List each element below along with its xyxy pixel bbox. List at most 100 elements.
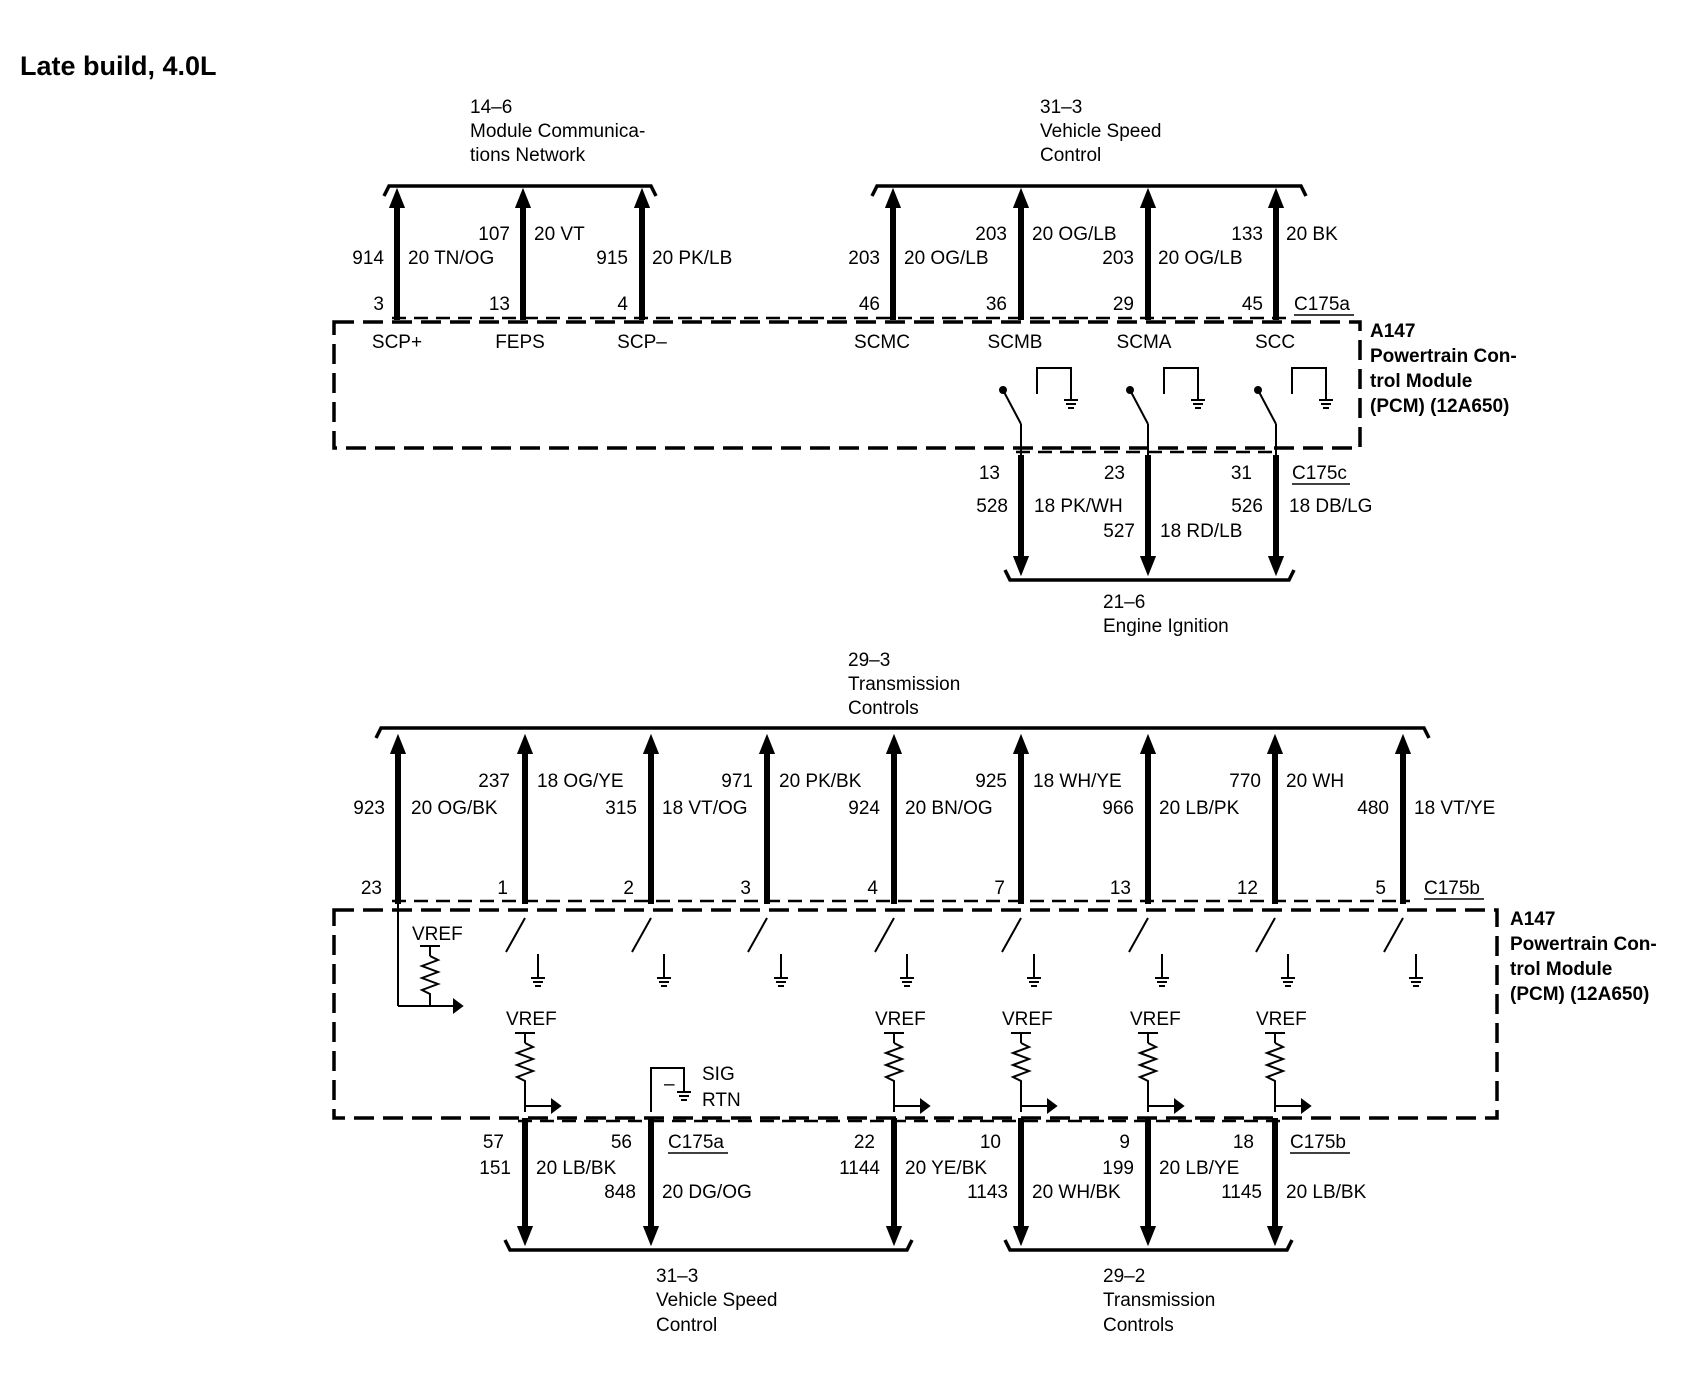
pin-number: 1 <box>497 878 508 899</box>
switch-symbol <box>874 917 914 987</box>
circuit-number: 924 <box>848 798 880 819</box>
switch-symbol <box>631 917 671 987</box>
wire-color: 18 VT/OG <box>662 798 748 819</box>
circuit-number: 133 <box>1231 224 1263 245</box>
group-ref: 31–3 <box>1040 97 1082 118</box>
wire-color: 20 OG/LB <box>1032 224 1117 245</box>
connector-label: C175a <box>1294 294 1350 315</box>
group-ref: 31–3 <box>656 1266 698 1287</box>
circuit-number: 925 <box>975 771 1007 792</box>
vref-label: VREF <box>506 1009 557 1030</box>
terminal-name: SCMB <box>988 332 1043 353</box>
pin-number: 2 <box>623 878 634 899</box>
circuit-number: 237 <box>478 771 510 792</box>
connector-label: C175b <box>1424 878 1480 899</box>
wire-color: 20 TN/OG <box>408 248 494 269</box>
pin-number: 13 <box>1110 878 1131 899</box>
circuit-number: 971 <box>721 771 753 792</box>
pin-number: 23 <box>361 878 382 899</box>
bottom-section: 29–3 Transmission Controls 923 237 315 9… <box>332 650 1657 1336</box>
circuit-number: 199 <box>1102 1158 1134 1179</box>
module-name: A147 <box>1370 321 1415 342</box>
vref-label: VREF <box>1130 1009 1181 1030</box>
wire-color: 20 YE/BK <box>905 1158 987 1179</box>
group-brace <box>374 726 1431 739</box>
pullup-resistor <box>1010 1032 1058 1114</box>
pin-number: 4 <box>617 294 628 315</box>
pin-number: 23 <box>1104 463 1125 484</box>
wire-color: 18 DB/LG <box>1289 496 1372 517</box>
vref-label: VREF <box>1002 1009 1053 1030</box>
group-brace <box>870 184 1308 197</box>
pin-number: 3 <box>740 878 751 899</box>
vref-label: VREF <box>1256 1009 1307 1030</box>
group-brace <box>503 1239 914 1252</box>
switch-symbol <box>999 367 1078 460</box>
group-label: Engine Ignition <box>1103 616 1229 637</box>
wire-color: 20 LB/PK <box>1159 798 1240 819</box>
module-desc: Powertrain Con- <box>1370 346 1517 367</box>
switch-symbol <box>1254 367 1333 460</box>
terminal-name: SCP+ <box>372 332 422 353</box>
terminal-name: SCMC <box>854 332 910 353</box>
wire-color: 20 OG/BK <box>411 798 498 819</box>
page-title: Late build, 4.0L <box>20 51 217 81</box>
group-label: Controls <box>848 698 919 719</box>
pin-number: 45 <box>1242 294 1263 315</box>
circuit-number: 528 <box>976 496 1008 517</box>
circuit-number: 1143 <box>967 1182 1008 1203</box>
switch-symbol <box>747 917 788 987</box>
circuit-number: 203 <box>975 224 1007 245</box>
pin-number: 13 <box>489 294 510 315</box>
circuit-number: 966 <box>1102 798 1134 819</box>
pin-number: 36 <box>986 294 1007 315</box>
switch-symbol <box>1001 917 1041 987</box>
wire-color: 20 DG/OG <box>662 1182 752 1203</box>
pullup-resistor <box>883 1032 931 1114</box>
pin-number: 31 <box>1231 463 1252 484</box>
circuit-number: 107 <box>478 224 510 245</box>
group-label: tions Network <box>470 145 586 166</box>
connector-label: C175c <box>1292 463 1347 484</box>
switch-symbol <box>505 917 545 987</box>
wire-color: 18 WH/YE <box>1033 771 1122 792</box>
module-box <box>332 320 1362 450</box>
wire-color: 18 OG/YE <box>537 771 624 792</box>
wire-color: 20 LB/YE <box>1159 1158 1239 1179</box>
wire-color: 20 BK <box>1286 224 1338 245</box>
wire-color: 18 PK/WH <box>1034 496 1123 517</box>
circuit-number: 1145 <box>1221 1182 1262 1203</box>
sig-label: SIG <box>702 1064 735 1085</box>
wire-color: 20 OG/LB <box>1158 248 1243 269</box>
circuit-number: 526 <box>1231 496 1263 517</box>
pin-number: 46 <box>859 294 880 315</box>
connector-label: C175a <box>668 1132 724 1153</box>
wire-color: 20 OG/LB <box>904 248 989 269</box>
circuit-number: 1144 <box>839 1158 880 1179</box>
wire-color: 20 WH/BK <box>1032 1182 1121 1203</box>
pin-number: 13 <box>979 463 1000 484</box>
wire-color: 20 PK/LB <box>652 248 732 269</box>
module-name: A147 <box>1510 909 1555 930</box>
module-desc: (PCM) (12A650) <box>1370 396 1509 417</box>
pin-number: 3 <box>373 294 384 315</box>
group-brace <box>1003 1239 1294 1252</box>
vref-label: VREF <box>412 924 463 945</box>
module-desc: (PCM) (12A650) <box>1510 984 1649 1005</box>
group-ref: 29–3 <box>848 650 890 671</box>
group-ref: 14–6 <box>470 97 512 118</box>
pin-number: 10 <box>980 1132 1001 1153</box>
group-label: Module Communica- <box>470 121 645 142</box>
wire-color: 20 LB/BK <box>1286 1182 1367 1203</box>
pullup-resistor <box>1264 1032 1312 1114</box>
pin-number: 9 <box>1119 1132 1130 1153</box>
pin-number: 5 <box>1375 878 1386 899</box>
switch-symbol <box>1128 917 1169 987</box>
wire-color: 20 PK/BK <box>779 771 862 792</box>
module-desc: trol Module <box>1510 959 1612 980</box>
pin-number: 7 <box>994 878 1005 899</box>
circuit-number: 527 <box>1103 521 1135 542</box>
circuit-number: 923 <box>353 798 385 819</box>
terminal-name: SCP– <box>617 332 667 353</box>
group-label: Transmission <box>1103 1290 1215 1311</box>
